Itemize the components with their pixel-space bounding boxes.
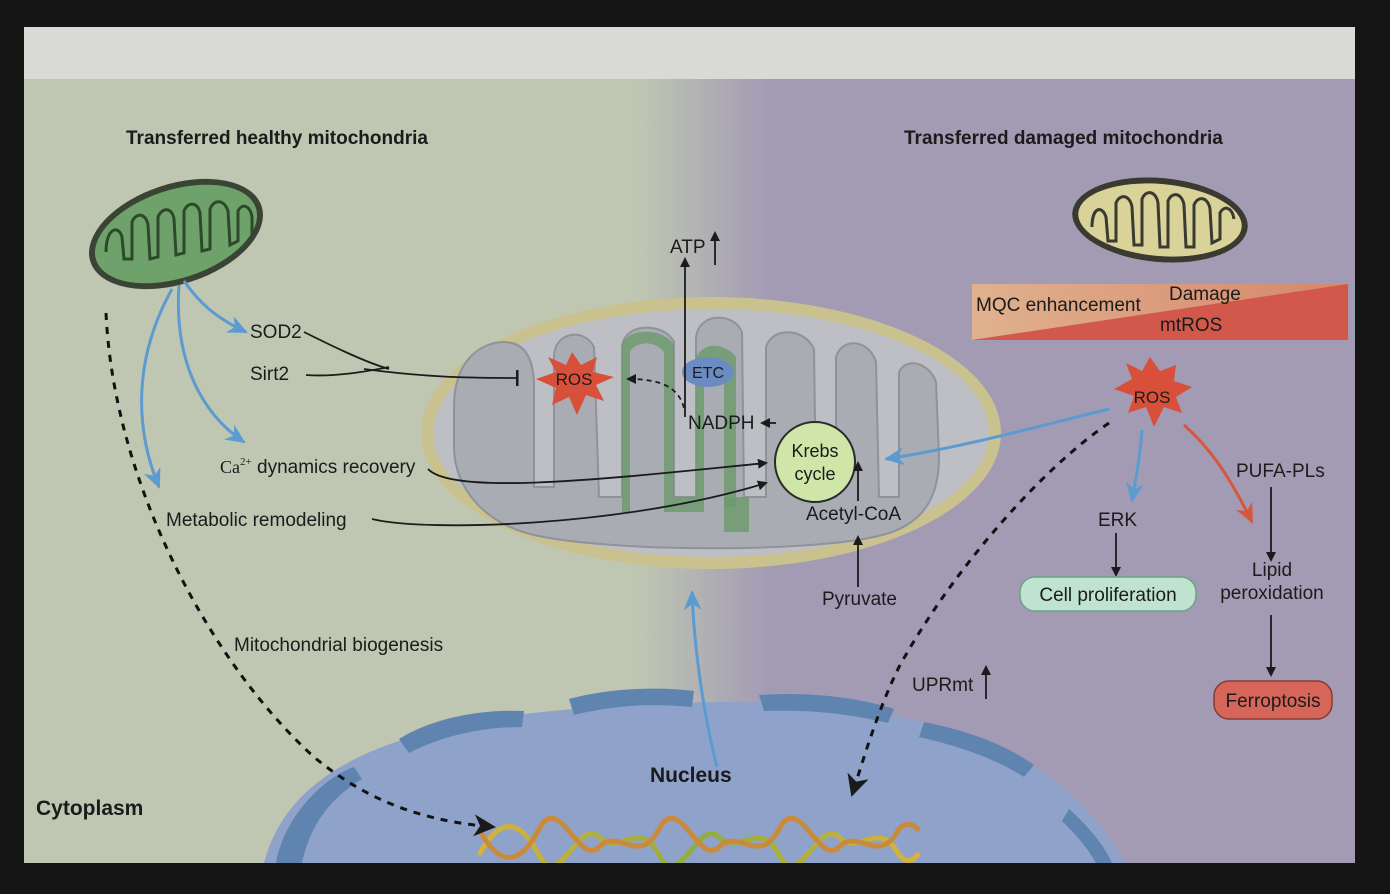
calcium-to-krebs	[427, 458, 768, 485]
ros-star-right: ROS	[1114, 357, 1192, 427]
lipid-label-line2: peroxidation	[1220, 583, 1324, 604]
sirt2-line	[305, 366, 390, 377]
uprmt-dotted-arrow	[847, 421, 1110, 797]
ros-to-erk-arrow	[1126, 429, 1144, 503]
healthy-title: Transferred healthy mitochondria	[126, 128, 428, 149]
etc-complex: ETC	[682, 357, 734, 387]
atp-label: ATP	[670, 237, 706, 258]
calcium-label: Ca2+ dynamics recovery	[220, 456, 416, 478]
healthy-mitochondrion-icon	[89, 178, 263, 290]
sod2-line	[303, 331, 390, 370]
metabolic-to-krebs	[371, 480, 768, 527]
inhibition-lines	[303, 331, 519, 387]
ros-to-mito-arrow	[884, 407, 1110, 466]
nadph-label: NADPH	[688, 413, 755, 434]
damaged-mitochondrion-icon	[1072, 177, 1248, 263]
mqc-label: MQC enhancement	[976, 295, 1141, 316]
nucleus-to-mito-arrow	[683, 590, 719, 768]
damage-label: Damage	[1169, 284, 1241, 305]
inhibit-ros-line	[363, 368, 519, 387]
krebs-label-line1: Krebs	[791, 441, 838, 461]
diagram-canvas: Transferred healthy mitochondria Transfe…	[24, 27, 1355, 863]
ros-star-center: ROS	[536, 352, 614, 415]
metabolic-remodeling-label: Metabolic remodeling	[166, 510, 347, 531]
pufa-label: PUFA-PLs	[1236, 461, 1325, 482]
healthy-signal-arrows	[140, 280, 248, 489]
ferroptosis-label: Ferroptosis	[1225, 691, 1320, 712]
krebs-cycle: Krebs cycle	[774, 421, 856, 503]
calcium-superscript: 2+	[240, 456, 252, 468]
ros-right-label: ROS	[1134, 388, 1171, 407]
arrow-to-metabolic	[140, 288, 174, 489]
mqc-damage-bar	[972, 284, 1348, 340]
ferroptosis-box: Ferroptosis	[1213, 680, 1333, 720]
arrow-to-sod2	[182, 280, 248, 334]
mtros-label: mtROS	[1160, 315, 1222, 336]
pyruvate-label: Pyruvate	[822, 589, 897, 610]
calcium-dynamics-text: dynamics recovery	[252, 457, 416, 478]
cytoplasm-label: Cytoplasm	[36, 797, 143, 820]
nucleus-label: Nucleus	[650, 764, 732, 787]
mitochondria-transfer-diagram: Transferred healthy mitochondria Transfe…	[24, 27, 1355, 863]
uprmt-label: UPRmt	[912, 675, 974, 696]
cell-proliferation-box: Cell proliferation	[1019, 576, 1197, 612]
damaged-title: Transferred damaged mitochondria	[904, 128, 1223, 149]
sod2-label: SOD2	[250, 322, 302, 343]
nadph-to-ros-arrow	[626, 374, 685, 409]
etc-label: ETC	[692, 365, 724, 382]
erk-label: ERK	[1098, 510, 1137, 531]
acetyl-coa-label: Acetyl-CoA	[806, 504, 901, 525]
top-bar	[24, 27, 1355, 79]
arrow-to-calcium	[176, 284, 246, 444]
lipid-label-line1: Lipid	[1252, 560, 1292, 581]
krebs-label-line2: cycle	[794, 464, 835, 484]
cell-proliferation-label: Cell proliferation	[1039, 585, 1176, 606]
krebs-inputs	[371, 458, 768, 527]
ros-to-lipid-arrow	[1183, 423, 1254, 524]
ros-center-label: ROS	[556, 370, 593, 389]
dna-helix	[476, 815, 922, 863]
mitochondrial-biogenesis-label: Mitochondrial biogenesis	[234, 635, 443, 656]
calcium-symbol: Ca	[220, 457, 240, 477]
sirt2-label: Sirt2	[250, 364, 289, 385]
